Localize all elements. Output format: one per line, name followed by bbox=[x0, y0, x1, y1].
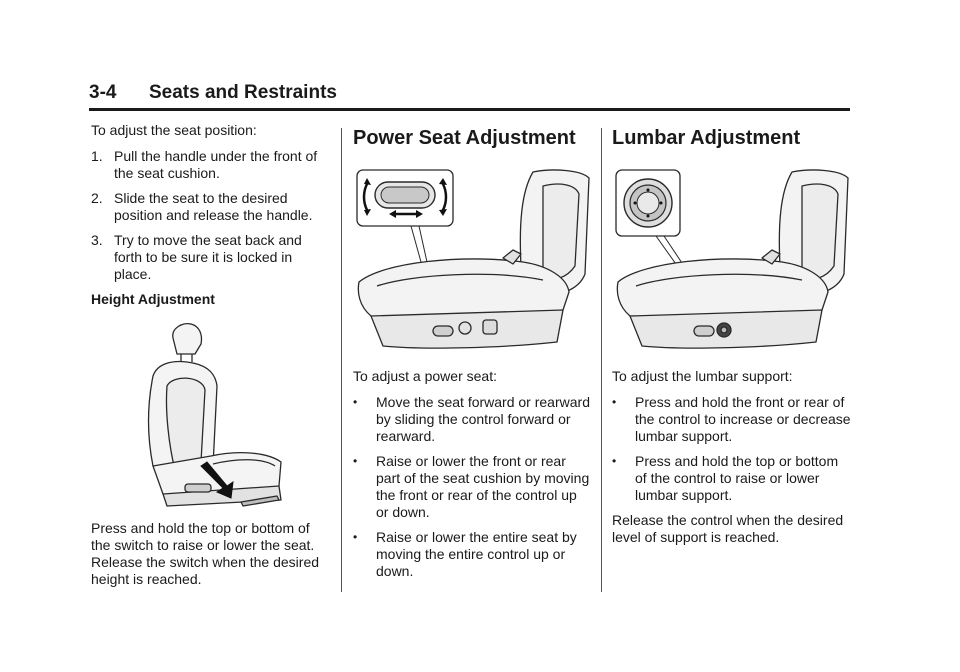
step-number: 3. bbox=[91, 232, 103, 248]
step-text: Try to move the seat back and forth to b… bbox=[114, 232, 302, 282]
bullet-glyph: • bbox=[353, 395, 358, 409]
step-number: 1. bbox=[91, 148, 103, 164]
page-header: 3-4 Seats and Restraints bbox=[89, 80, 850, 111]
step-number: 2. bbox=[91, 190, 103, 206]
column-divider bbox=[601, 128, 602, 592]
height-adjustment-subheading: Height Adjustment bbox=[91, 291, 215, 307]
power-seat-heading: Power Seat Adjustment bbox=[353, 127, 576, 149]
power-seat-intro: To adjust a power seat: bbox=[353, 368, 497, 384]
section-number: 3-4 bbox=[89, 82, 117, 103]
bullet-glyph: • bbox=[353, 454, 358, 468]
bullet-item: • Raise or lower the front or rear part … bbox=[353, 453, 593, 521]
lumbar-seat-illustration bbox=[615, 169, 849, 349]
lumbar-intro: To adjust the lumbar support: bbox=[612, 368, 793, 384]
power-seat-illustration bbox=[356, 169, 590, 349]
step-item: 2. Slide the seat to the desired positio… bbox=[91, 190, 331, 224]
bullet-glyph: • bbox=[353, 530, 358, 544]
seat-position-intro: To adjust the seat position: bbox=[91, 122, 257, 138]
step-item: 1. Pull the handle under the front of th… bbox=[91, 148, 331, 182]
bullet-item: • Press and hold the top or bottom of th… bbox=[612, 453, 852, 504]
bullet-text: Press and hold the top or bottom of the … bbox=[635, 453, 839, 503]
bullet-text: Move the seat forward or rearward by sli… bbox=[376, 394, 590, 444]
lumbar-outro: Release the control when the desired lev… bbox=[612, 512, 844, 545]
step-text: Pull the handle under the front of the s… bbox=[114, 148, 318, 181]
column-seat-position: To adjust the seat position: 1. Pull the… bbox=[91, 122, 331, 596]
section-title: Seats and Restraints bbox=[149, 82, 337, 103]
height-adjust-seat-illustration bbox=[147, 322, 282, 507]
step-text: Slide the seat to the desired position a… bbox=[114, 190, 313, 223]
bullet-glyph: • bbox=[612, 395, 617, 409]
bullet-text: Press and hold the front or rear of the … bbox=[635, 394, 851, 444]
bullet-glyph: • bbox=[612, 454, 617, 468]
lumbar-heading: Lumbar Adjustment bbox=[612, 127, 801, 149]
bullet-item: • Press and hold the front or rear of th… bbox=[612, 394, 852, 445]
height-adjustment-text: Press and hold the top or bottom of the … bbox=[91, 520, 320, 587]
step-item: 3. Try to move the seat back and forth t… bbox=[91, 232, 331, 283]
bullet-text: Raise or lower the entire seat by moving… bbox=[376, 529, 577, 579]
bullet-item: • Raise or lower the entire seat by movi… bbox=[353, 529, 593, 580]
column-divider bbox=[341, 128, 342, 592]
bullet-item: • Move the seat forward or rearward by s… bbox=[353, 394, 593, 445]
bullet-text: Raise or lower the front or rear part of… bbox=[376, 453, 590, 520]
